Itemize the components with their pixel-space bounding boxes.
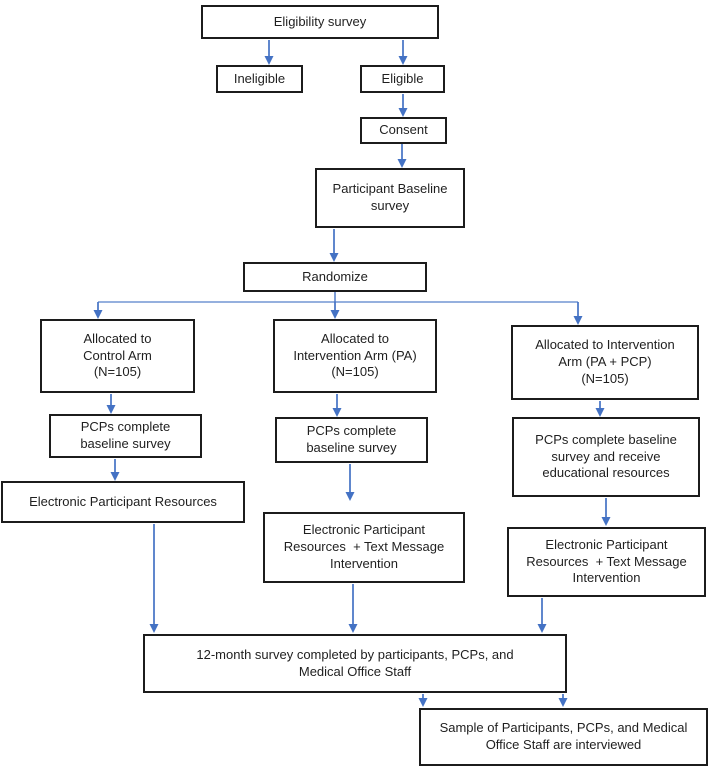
node-label: Allocated to Intervention Arm (PA) (N=10… [293, 330, 417, 380]
node-electronic-resources-control: Electronic Participant Resources [1, 481, 245, 523]
node-eligibility-survey: Eligibility survey [201, 5, 439, 39]
node-interview-sample: Sample of Participants, PCPs, and Medica… [419, 708, 708, 766]
node-label: PCPs complete baseline survey and receiv… [535, 431, 677, 481]
node-pcp-baseline-control: PCPs complete baseline survey [49, 414, 202, 458]
node-consent: Consent [360, 117, 447, 144]
node-label: Electronic Participant Resources [29, 493, 217, 509]
node-randomize: Randomize [243, 262, 427, 292]
node-label: Allocated to Intervention Arm (PA + PCP)… [535, 337, 675, 386]
node-pcp-baseline-pa: PCPs complete baseline survey [275, 417, 428, 463]
node-ineligible: Ineligible [216, 65, 303, 93]
node-label: Randomize [302, 268, 368, 284]
node-participant-baseline-survey: Participant Baseline survey [315, 168, 465, 228]
node-allocated-intervention-pa: Allocated to Intervention Arm (PA) (N=10… [273, 319, 437, 393]
node-label: Ineligible [233, 70, 286, 86]
node-allocated-control-arm: Allocated to Control Arm (N=105) [40, 319, 195, 393]
node-label: Participant Baseline survey [332, 181, 448, 213]
node-allocated-intervention-pa-pcp: Allocated to Intervention Arm (PA + PCP)… [511, 325, 699, 400]
node-label: Electronic Participant Resources + Text … [283, 522, 445, 571]
node-label: PCPs complete baseline survey [80, 419, 171, 451]
node-electronic-resources-text-pa: Electronic Participant Resources + Text … [263, 512, 465, 583]
node-label: Allocated to Control Arm (N=105) [83, 330, 152, 380]
node-label: Sample of Participants, PCPs, and Medica… [439, 720, 688, 752]
node-label: Consent [379, 122, 428, 138]
node-label: Eligibility survey [273, 13, 367, 29]
node-label: 12-month survey completed by participant… [196, 646, 514, 679]
node-label: PCPs complete baseline survey [306, 423, 397, 455]
node-label: Eligible [381, 70, 424, 86]
node-label: Electronic Participant Resources + Text … [526, 536, 687, 586]
node-eligible: Eligible [360, 65, 445, 93]
node-pcp-baseline-educational: PCPs complete baseline survey and receiv… [512, 417, 700, 497]
node-12-month-survey: 12-month survey completed by participant… [143, 634, 567, 693]
node-electronic-resources-text-pa-pcp: Electronic Participant Resources + Text … [507, 527, 706, 597]
